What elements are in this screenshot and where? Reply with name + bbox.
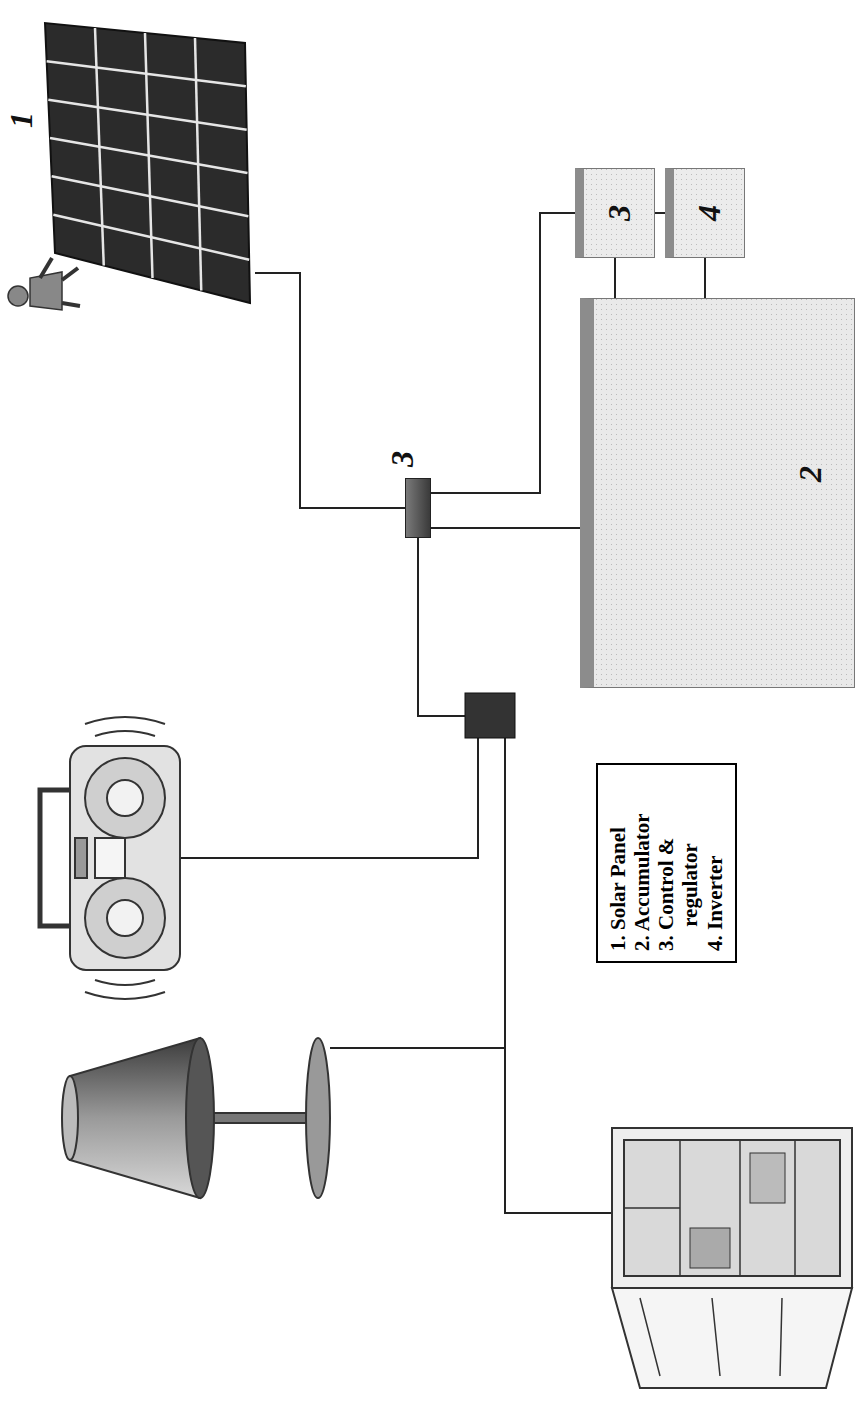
legend-box: 1. Solar Panel2. Accumulator3. Control &… xyxy=(596,763,737,963)
lamp-illustration-part xyxy=(200,1113,310,1123)
refrigerator-illustration-part xyxy=(750,1153,785,1203)
legend-item: 2. Accumulator xyxy=(630,775,654,951)
radio-illustration-part xyxy=(70,746,180,970)
legend-item: 1. Solar Panel xyxy=(606,775,630,951)
person-figure-part xyxy=(62,268,80,306)
wire-connector xyxy=(615,258,616,298)
radio-illustration-part xyxy=(107,780,143,816)
wire xyxy=(180,538,612,1213)
wire-line xyxy=(431,527,580,529)
refrigerator-illustration-part xyxy=(690,1228,730,1268)
callout-number: 3 xyxy=(386,451,418,467)
control-box: 3 xyxy=(575,168,655,258)
accumulator-box: 2 xyxy=(580,298,855,688)
lamp-illustration-part xyxy=(62,1076,78,1160)
wire-connector xyxy=(705,258,706,298)
lamp-illustration-part xyxy=(186,1038,214,1198)
wire-part xyxy=(180,738,478,858)
inverter-box: 4 xyxy=(665,168,745,258)
wire-line xyxy=(431,213,575,493)
radio-illustration-part xyxy=(107,900,143,936)
junction-bar: 3 xyxy=(405,478,431,538)
legend-item: 3. Control & regulator xyxy=(654,775,702,951)
refrigerator-illustration-part xyxy=(612,1128,852,1288)
wire-line xyxy=(704,258,706,298)
junction-box xyxy=(465,693,515,738)
callout-number: 2 xyxy=(794,466,826,482)
solar-panel-illustration-part xyxy=(195,38,201,291)
person-figure-part xyxy=(30,272,62,310)
radio-illustration-part xyxy=(85,758,165,838)
radio-illustration xyxy=(40,717,180,999)
wire-connector xyxy=(431,528,580,529)
refrigerator-illustration-part xyxy=(624,1140,795,1276)
wire-part xyxy=(330,1047,505,1049)
wire-line xyxy=(655,212,665,214)
solar-panel-illustration-part xyxy=(145,33,153,278)
wire-line xyxy=(255,273,405,508)
lamp-illustration-part xyxy=(70,1038,200,1198)
radio-illustration-part xyxy=(75,838,87,878)
refrigerator-illustration-part xyxy=(624,1140,840,1276)
person-figure-part xyxy=(40,258,52,278)
callout-number: 4 xyxy=(693,205,725,221)
legend-item: 4. Inverter xyxy=(703,775,727,951)
person-figure xyxy=(8,258,80,310)
solar-panel: 1 xyxy=(5,18,255,318)
wire-line xyxy=(614,258,616,298)
lamp-illustration-part xyxy=(306,1038,330,1198)
person-figure-part xyxy=(8,286,28,306)
refrigerator-illustration-part xyxy=(640,1298,782,1376)
solar-panel-illustration xyxy=(45,23,250,303)
callout-number: 3 xyxy=(603,205,635,221)
lamp-illustration xyxy=(62,1038,330,1198)
radio-illustration-part xyxy=(85,717,165,999)
radio-illustration-part xyxy=(85,878,165,958)
wire-connector xyxy=(431,213,575,493)
refrigerator-illustration-part xyxy=(612,1288,852,1388)
wire-part xyxy=(418,538,465,716)
solar-panel-illustration-part xyxy=(95,28,104,266)
radio-illustration-part xyxy=(40,790,70,926)
wire-connector xyxy=(255,273,405,508)
radio-illustration-part xyxy=(95,838,125,878)
solar-panel-illustration-part xyxy=(45,23,250,303)
refrigerator-illustration xyxy=(612,1128,852,1388)
wire-connector xyxy=(655,213,665,214)
callout-number: 1 xyxy=(5,112,37,128)
